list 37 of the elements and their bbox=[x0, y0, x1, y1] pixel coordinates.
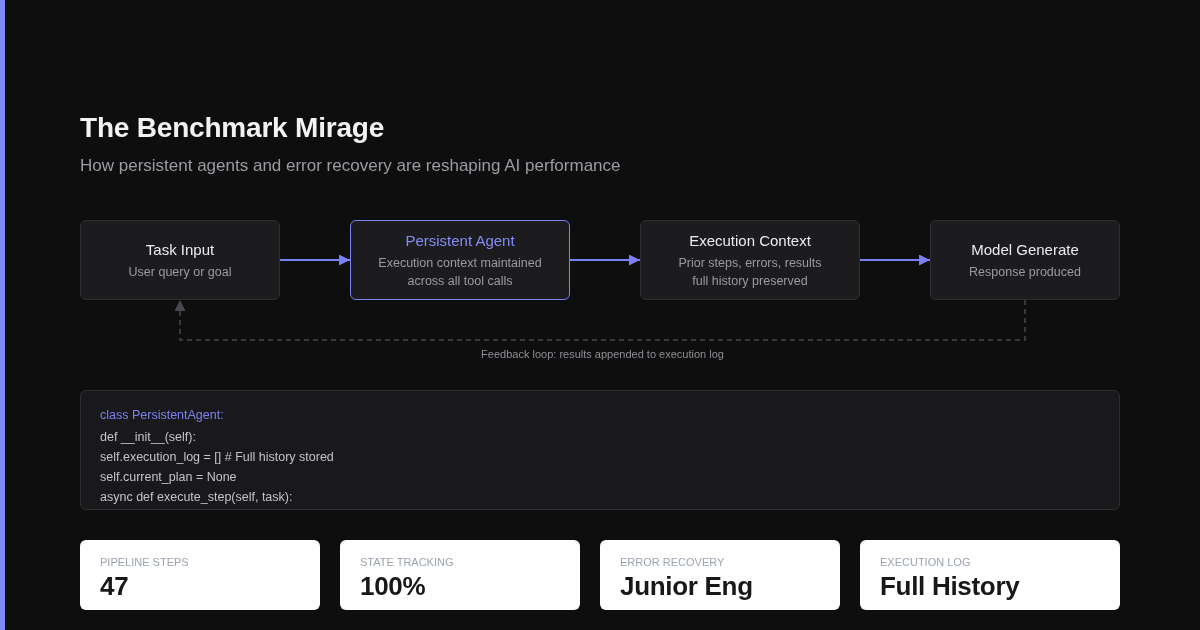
code-line: self.execution_log = [] # Full history stored bbox=[100, 449, 334, 466]
stat-value: 47 bbox=[100, 571, 129, 601]
node-description: Execution context maintained across all tool calls bbox=[377, 254, 543, 290]
node-description: User query or goal bbox=[128, 263, 232, 281]
code-line: async def execute_step(self, task): bbox=[100, 489, 293, 506]
stat-value: Full History bbox=[880, 571, 1020, 601]
stat-value: 100% bbox=[360, 571, 426, 601]
stat-card bbox=[80, 540, 320, 610]
stat-value: Junior Eng bbox=[620, 571, 753, 601]
stat-label: ERROR RECOVERY bbox=[620, 555, 725, 569]
subtitle: How persistent agents and error recovery are reshaping AI performance bbox=[80, 155, 621, 177]
process-box bbox=[350, 220, 570, 300]
stat-card bbox=[340, 540, 580, 610]
code-line: self.current_plan = None bbox=[100, 469, 237, 486]
node-title: Execution Context bbox=[689, 230, 811, 251]
node-description: Response produced bbox=[969, 263, 1081, 281]
stat-card bbox=[860, 540, 1120, 610]
node-description: Prior steps, errors, results full history preserved bbox=[677, 254, 823, 290]
title: The Benchmark Mirage bbox=[80, 111, 385, 145]
stat-label: EXECUTION LOG bbox=[880, 555, 971, 569]
arrow bbox=[279, 254, 351, 266]
stat-label: PIPELINE STEPS bbox=[100, 555, 189, 569]
code-line: def __init__(self): bbox=[100, 429, 196, 446]
arrow bbox=[569, 254, 641, 266]
process-box bbox=[80, 220, 280, 300]
stat-card bbox=[600, 540, 840, 610]
arrow bbox=[859, 254, 931, 266]
code-panel bbox=[80, 390, 1120, 510]
process-box bbox=[640, 220, 860, 300]
edge-label: Feedback loop: results appended to execution log bbox=[478, 347, 727, 361]
dashed-arrow bbox=[174, 299, 1026, 341]
node-title: Persistent Agent bbox=[405, 230, 515, 251]
node-title: Task Input bbox=[145, 239, 215, 260]
code-line: class PersistentAgent: bbox=[100, 407, 224, 424]
stat-label: STATE TRACKING bbox=[360, 555, 454, 569]
process-box bbox=[930, 220, 1120, 300]
node-title: Model Generate bbox=[971, 239, 1079, 260]
